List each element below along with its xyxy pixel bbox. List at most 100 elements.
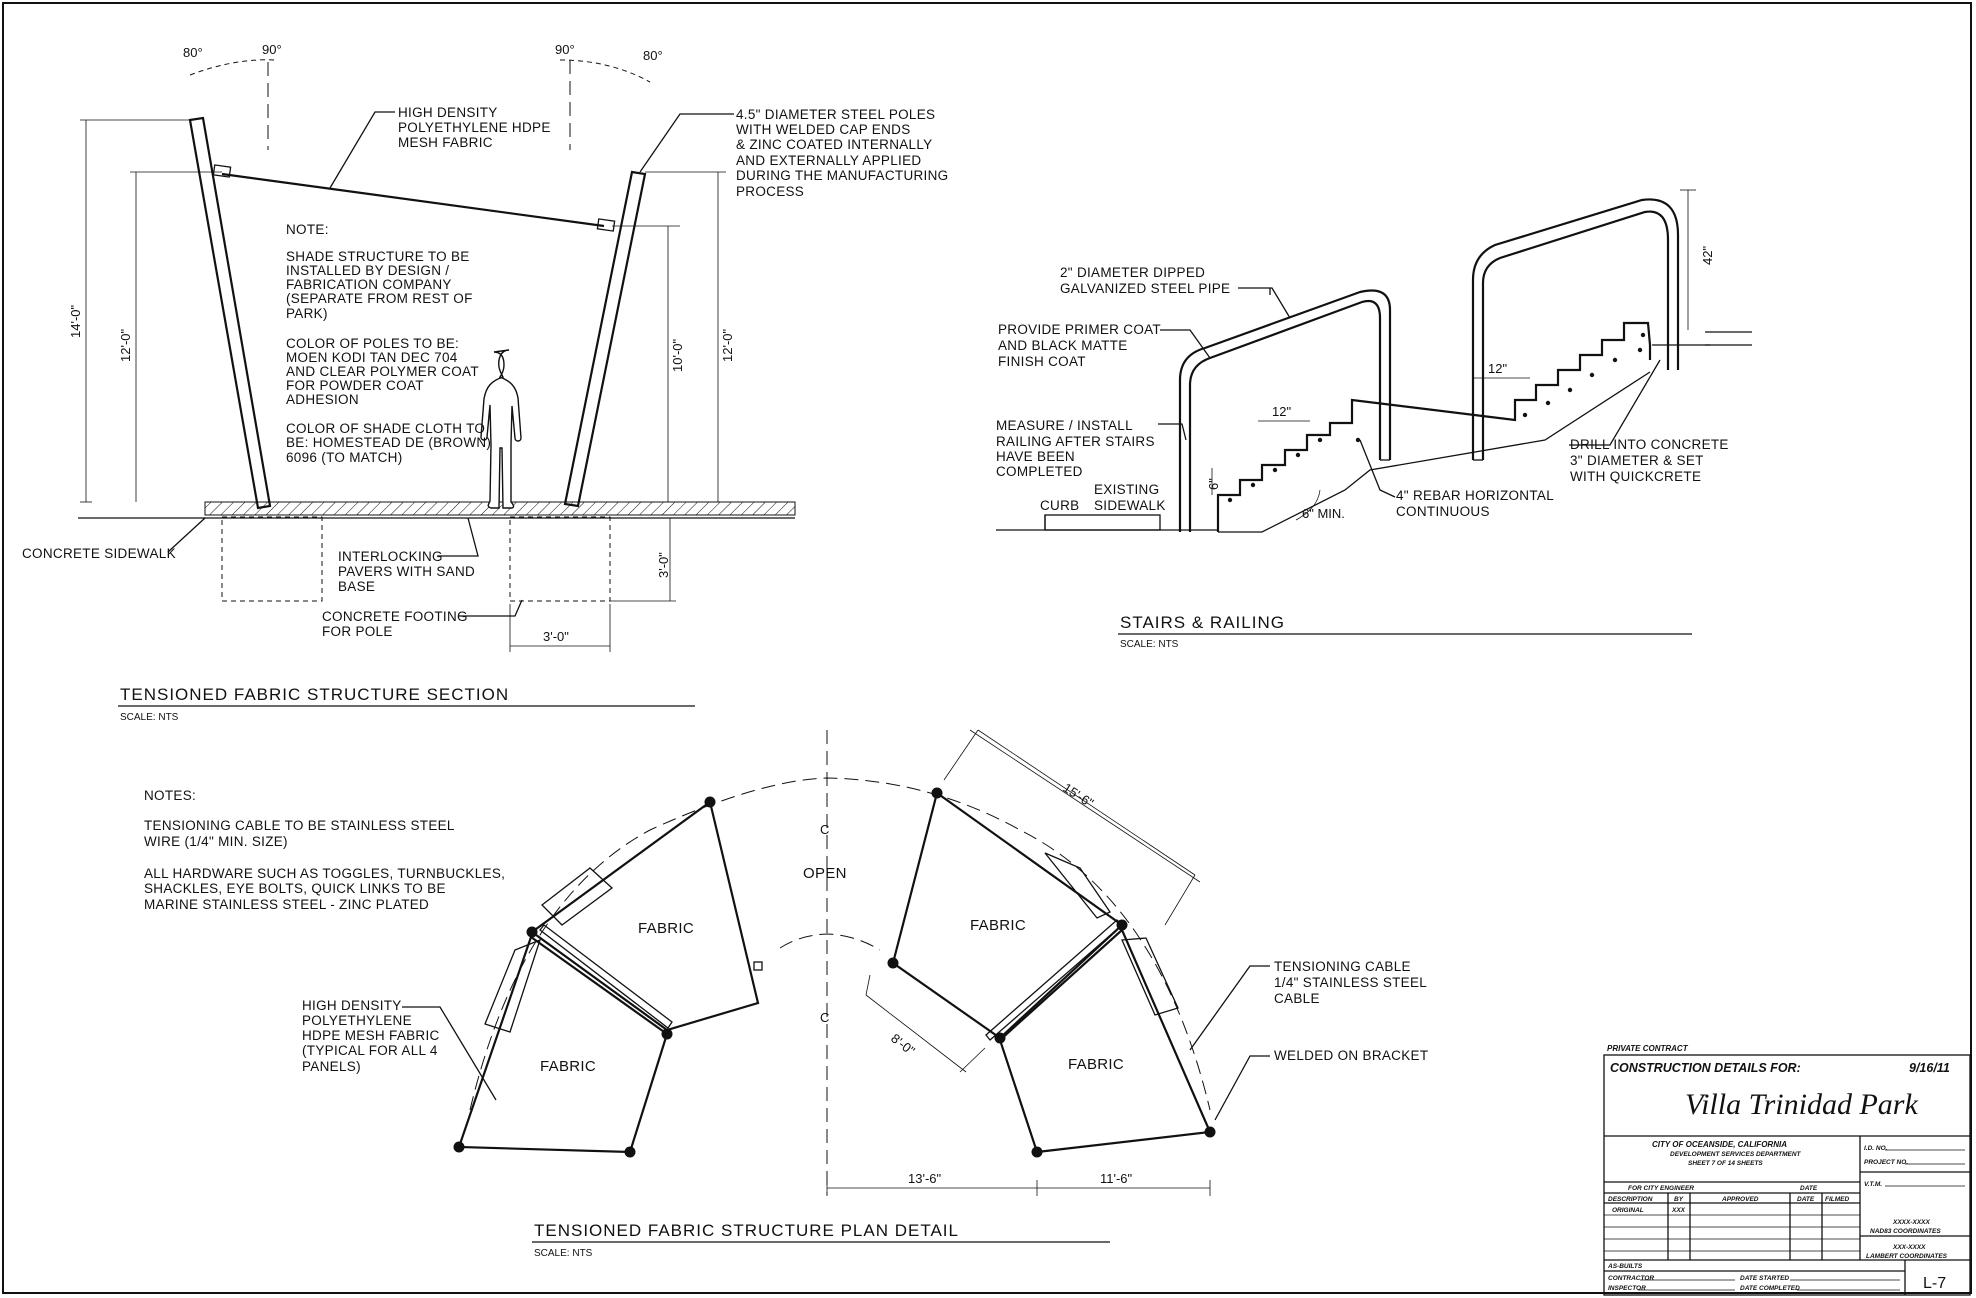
angle-90-right: 90° (555, 42, 575, 57)
date-header: DATE (1800, 1185, 1818, 1192)
svg-text:RAILING AFTER STAIRS: RAILING AFTER STAIRS (996, 434, 1155, 449)
col-filmed: FILMED (1825, 1196, 1849, 1203)
dim-42in: 42" (1700, 246, 1715, 265)
project-name: Villa Trinidad Park (1685, 1088, 1918, 1121)
callout-existing-sidewalk: EXISTING SIDEWALK (1094, 482, 1166, 513)
col-by: BY (1674, 1196, 1684, 1203)
col-description: DESCRIPTION (1608, 1196, 1653, 1203)
dim-3ft-depth: 3'-0" (656, 552, 671, 578)
fabric-label-se: FABRIC (1068, 1056, 1124, 1073)
svg-text:HIGH DENSITY: HIGH DENSITY (302, 998, 402, 1013)
lambert-value: XXX-XXXX (1892, 1244, 1926, 1251)
svg-text:NOTES:: NOTES: (144, 788, 196, 803)
section-scale: SCALE: NTS (120, 712, 179, 723)
open-label: OPEN (803, 865, 847, 882)
dim-10ft: 10'-0" (670, 338, 685, 372)
svg-text:MARINE STAINLESS STEEL - ZINC: MARINE STAINLESS STEEL - ZINC PLATED (144, 897, 429, 912)
row-original: ORIGINAL (1612, 1207, 1644, 1214)
dim-12in-tread-a: 12" (1488, 361, 1507, 376)
svg-text:FINISH COAT: FINISH COAT (998, 354, 1086, 369)
fabric-label-nw: FABRIC (638, 920, 694, 937)
section-notes: NOTE: SHADE STRUCTURE TO BE INSTALLED BY… (286, 222, 491, 465)
svg-text:MESH FABRIC: MESH FABRIC (398, 135, 493, 150)
svg-text:HAVE BEEN: HAVE BEEN (996, 449, 1075, 464)
contractor: CONTRACTOR (1608, 1275, 1654, 1282)
angle-90-left: 90° (262, 42, 282, 57)
angle-80-right: 80° (643, 48, 663, 63)
svg-text:FOR POWDER COAT: FOR POWDER COAT (286, 378, 424, 393)
svg-text:1/4" STAINLESS STEEL: 1/4" STAINLESS STEEL (1274, 975, 1427, 990)
svg-text:INSTALLED BY DESIGN /: INSTALLED BY DESIGN / (286, 263, 449, 278)
callout-steel-poles: 4.5" DIAMETER STEEL POLES WITH WELDED CA… (736, 107, 948, 199)
svg-text:COLOR OF POLES TO BE:: COLOR OF POLES TO BE: (286, 336, 459, 351)
callout-tensioning-cable: TENSIONING CABLE 1/4" STAINLESS STEEL CA… (1274, 959, 1427, 1006)
lambert-label: LAMBERT COORDINATES (1866, 1253, 1948, 1260)
sheet-count: SHEET 7 OF 14 SHEETS (1688, 1160, 1763, 1167)
dim-15ft6: 15'-6" (1060, 780, 1096, 811)
title-block: PRIVATE CONTRACT CONSTRUCTION DETAILS FO… (1603, 1044, 1971, 1296)
svg-text:PROCESS: PROCESS (736, 184, 804, 199)
svg-text:FABRICATION COMPANY: FABRICATION COMPANY (286, 277, 452, 292)
svg-text:MOEN KODI TAN DEC 704: MOEN KODI TAN DEC 704 (286, 350, 458, 365)
svg-text:PANELS): PANELS) (302, 1059, 361, 1074)
callout-steel-pipe: 2" DIAMETER DIPPED GALVANIZED STEEL PIPE (1060, 265, 1230, 296)
date-started: DATE STARTED (1740, 1275, 1789, 1282)
svg-text:CONCRETE FOOTING: CONCRETE FOOTING (322, 609, 468, 624)
svg-text:PAVERS WITH SAND: PAVERS WITH SAND (338, 564, 475, 579)
dim-6in-riser: 6" (1206, 478, 1221, 490)
city-name: CITY OF OCEANSIDE, CALIFORNIA (1652, 1140, 1787, 1149)
dim-3ft-width: 3'-0" (543, 629, 569, 644)
date-completed: DATE COMPLETED (1740, 1285, 1800, 1292)
svg-text:4.5" DIAMETER STEEL POLES: 4.5" DIAMETER STEEL POLES (736, 107, 935, 122)
stairs-title: STAIRS & RAILING (1120, 613, 1285, 632)
fabric-label-sw: FABRIC (540, 1058, 596, 1075)
svg-text:4" REBAR HORIZONTAL: 4" REBAR HORIZONTAL (1396, 488, 1554, 503)
svg-text:SHADE STRUCTURE TO BE: SHADE STRUCTURE TO BE (286, 249, 470, 264)
dim-6in-min: 6" MIN. (1302, 506, 1345, 521)
construction-details-label: CONSTRUCTION DETAILS FOR: (1610, 1061, 1801, 1075)
svg-text:CONTINUOUS: CONTINUOUS (1396, 504, 1490, 519)
dim-12ft-right: 12'-0" (720, 328, 735, 362)
svg-text:POLYETHYLENE: POLYETHYLENE (302, 1013, 412, 1028)
col-date: DATE (1797, 1196, 1815, 1203)
dim-12in-tread-b: 12" (1272, 404, 1291, 419)
nad-label: NAD83 COORDINATES (1870, 1228, 1941, 1235)
svg-text:6096 (TO MATCH): 6096 (TO MATCH) (286, 450, 403, 465)
svg-text:WITH WELDED CAP ENDS: WITH WELDED CAP ENDS (736, 122, 911, 137)
svg-text:EXISTING: EXISTING (1094, 482, 1159, 497)
svg-text:DURING THE MANUFACTURING: DURING THE MANUFACTURING (736, 168, 948, 183)
id-no: I.D. NO. (1864, 1145, 1888, 1152)
vtm: V.T.M. (1864, 1181, 1882, 1188)
svg-text:MEASURE / INSTALL: MEASURE / INSTALL (996, 418, 1133, 433)
callout-hdpe-fabric: HIGH DENSITY POLYETHYLENE HDPE MESH FABR… (398, 105, 550, 150)
callout-concrete-footing: CONCRETE FOOTING FOR POLE (322, 609, 468, 639)
svg-text:3" DIAMETER & SET: 3" DIAMETER & SET (1570, 453, 1704, 468)
svg-text:BASE: BASE (338, 579, 375, 594)
section-title: TENSIONED FABRIC STRUCTURE SECTION (120, 685, 509, 704)
stairs-scale: SCALE: NTS (1120, 639, 1179, 650)
dim-11ft6: 11'-6" (1100, 1171, 1133, 1186)
svg-text:CABLE: CABLE (1274, 991, 1320, 1006)
svg-text:AND EXTERNALLY APPLIED: AND EXTERNALLY APPLIED (736, 153, 921, 168)
dim-12ft-left: 12'-0" (118, 328, 133, 362)
svg-text:PROVIDE PRIMER COAT: PROVIDE PRIMER COAT (998, 322, 1161, 337)
callout-concrete-sidewalk: CONCRETE SIDEWALK (22, 546, 176, 561)
svg-text:WIRE (1/4" MIN. SIZE): WIRE (1/4" MIN. SIZE) (144, 834, 288, 849)
svg-text:PARK): PARK) (286, 306, 328, 321)
svg-text:FOR POLE: FOR POLE (322, 624, 393, 639)
plan-scale: SCALE: NTS (534, 1248, 593, 1259)
callout-pavers: INTERLOCKING PAVERS WITH SAND BASE (338, 549, 475, 594)
col-approved: APPROVED (1721, 1196, 1759, 1203)
dim-8ft: 8'-0" (888, 1031, 918, 1059)
sheet-number: L-7 (1923, 1275, 1946, 1292)
svg-text:COLOR OF SHADE CLOTH TO: COLOR OF SHADE CLOTH TO (286, 421, 485, 436)
svg-text:HDPE MESH FABRIC: HDPE MESH FABRIC (302, 1028, 440, 1043)
svg-text:AND CLEAR POLYMER COAT: AND CLEAR POLYMER COAT (286, 364, 479, 379)
callout-mesh-fabric: HIGH DENSITY POLYETHYLENE HDPE MESH FABR… (302, 998, 440, 1074)
plan-title: TENSIONED FABRIC STRUCTURE PLAN DETAIL (534, 1221, 959, 1240)
plan-detail: 15'-6" 8'-0" 13'-6" 11'-6" C C OPEN FABR… (144, 729, 1428, 1259)
svg-text:INTERLOCKING: INTERLOCKING (338, 549, 443, 564)
inspector: INSPECTOR (1608, 1285, 1646, 1292)
svg-text:SIDEWALK: SIDEWALK (1094, 498, 1166, 513)
